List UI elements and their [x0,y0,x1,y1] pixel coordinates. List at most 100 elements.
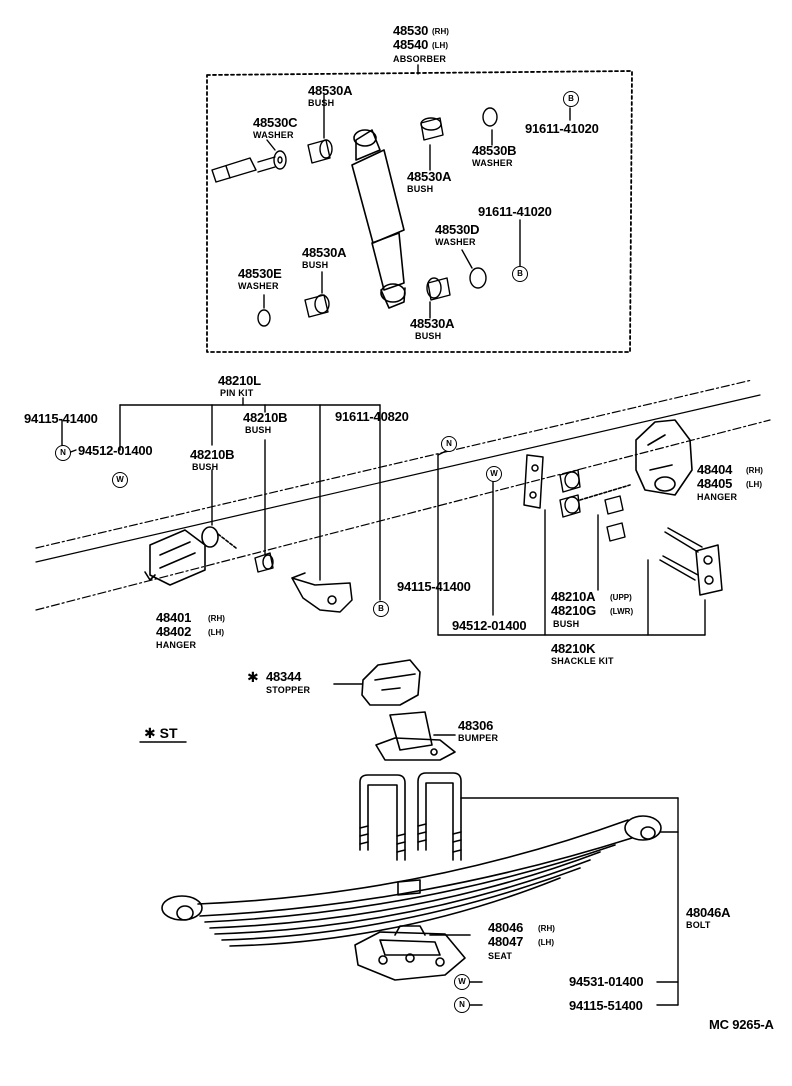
bush-low-pn: 48530A [302,245,347,260]
leaf-spring [161,815,679,947]
pin-kit-bush-b-name: BUSH [245,425,272,435]
pin-kit-bush-a-pn: 48210B [190,447,235,462]
pin-kit-bolt-pn: 91611-40820 [335,409,409,424]
bolt-mid-pn: 91611-41020 [478,204,552,219]
shackle-nut-pn: 94115-41400 [397,579,471,594]
seat-pn-lh: 48047 [488,934,524,949]
front-hanger-sfx-lh: (LH) [208,628,224,637]
spring-nut-callout: N [454,997,470,1013]
seat-sfx-lh: (LH) [538,938,554,947]
front-hanger-pn-rh: 48401 [156,610,192,625]
washer-b-pn: 48530B [472,143,517,158]
spring-washer-callout: W [454,974,470,990]
shackle-bushes [559,469,626,542]
washer-c-name: WASHER [253,130,294,140]
bush-top-name: BUSH [308,98,335,108]
diagram-code: MC 9265-A [709,1017,774,1032]
spring-bolt-pn: 48046A [686,905,731,920]
rear-hanger-pn-lh: 48405 [697,476,733,491]
bush-low-name: BUSH [302,260,329,270]
bush-bottom-pn: 48530A [410,316,455,331]
washer-d-shape [461,249,487,289]
shackle-bush-upp-pn: 48210A [551,589,596,604]
shackle-bolts [659,527,723,596]
washer-b-shape [482,107,498,146]
shackle-bush-name: BUSH [553,619,580,629]
pin-kit-bolt-callout: B [373,601,389,617]
pin-kit-washer-pn: 94512-01400 [78,443,153,458]
absorber-sfx-rh: (RH) [432,27,449,36]
pin-kit-bush-b-pn: 48210B [243,410,288,425]
bush-bottom-name: BUSH [415,331,442,341]
bolt-top-callout: B [563,91,579,107]
absorber-stud [211,150,287,183]
spring-washer-pn: 94531-01400 [569,974,644,989]
washer-c-leader [266,139,276,151]
absorber-group-box [206,64,633,353]
shock-absorber [351,129,406,309]
rear-hanger-shape [579,419,693,501]
pin-kit-pn: 48210L [218,373,261,388]
bumper-shape [375,711,456,761]
spring-seat-shape [354,925,471,981]
st-note: ✱ ST [144,725,178,741]
bumper-name: BUMPER [458,733,499,743]
washer-d-pn: 48530D [435,222,480,237]
u-bolts [359,772,679,861]
shackle-kit-bracket [437,449,706,636]
pin-kit-nut-pn: 94115-41400 [24,411,98,426]
shackle-washer-pn: 94512-01400 [452,618,527,633]
pin-kit-bush-a-name: BUSH [192,462,219,472]
shackle-kit-pn: 48210K [551,641,596,656]
shackle-bush-upp-sfx: (UPP) [610,593,632,602]
shackle-washer-callout: W [486,466,502,482]
pin-kit-nut-callout: N [55,445,71,461]
shackle-bush-lwr-sfx: (LWR) [610,607,634,616]
shackle-bush-lwr-pn: 48210G [551,603,597,618]
stopper-mark: ✱ [247,669,259,685]
stopper-pn: 48344 [266,669,302,684]
bush-mid-shape [420,117,444,171]
pin-kit-washer-callout: W [112,472,128,488]
seat-pn-rh: 48046 [488,920,524,935]
bush-top-shape [307,94,333,164]
bush-bottom-shape [304,271,330,318]
front-hanger-name: HANGER [156,640,197,650]
shackle-plate-top [523,454,544,509]
pin-kit-bracket [61,397,381,601]
bush-top-pn: 48530A [308,83,353,98]
shackle-kit-name: SHACKLE KIT [551,656,614,666]
absorber-pn-lh: 48540 [393,37,429,52]
front-hanger-shape [144,526,237,586]
bolt-top-pn: 91611-41020 [525,121,599,136]
stopper-name: STOPPER [266,685,311,695]
front-hanger-pn-lh: 48402 [156,624,192,639]
washer-b-name: WASHER [472,158,513,168]
seat-name: SEAT [488,951,513,961]
washer-c-pn: 48530C [253,115,298,130]
pin-kit-plate-shape [291,572,353,613]
bush-mid-name: BUSH [407,184,434,194]
spring-bolt-name: BOLT [686,920,711,930]
rear-hanger-name: HANGER [697,492,738,502]
washer-d-name: WASHER [435,237,476,247]
rear-hanger-sfx-rh: (RH) [746,466,763,475]
washer-e-pn: 48530E [238,266,282,281]
pin-kit-name: PIN KIT [220,388,254,398]
washer-e-name: WASHER [238,281,279,291]
seat-sfx-rh: (RH) [538,924,555,933]
front-hanger-sfx-rh: (RH) [208,614,225,623]
rear-hanger-pn-rh: 48404 [697,462,733,477]
absorber-sfx-lh: (LH) [432,41,448,50]
spring-nut-pn: 94115-51400 [569,998,643,1013]
stopper-shape [333,659,421,706]
bush-low-shape [426,277,451,319]
rear-hanger-sfx-lh: (LH) [746,480,762,489]
absorber-name: ABSORBER [393,54,447,64]
bush-mid-pn: 48530A [407,169,452,184]
pin-kit-bush-shape [254,552,274,573]
washer-e-shape [257,294,271,327]
bumper-pn: 48306 [458,718,494,733]
bolt-leaders [67,449,679,1006]
